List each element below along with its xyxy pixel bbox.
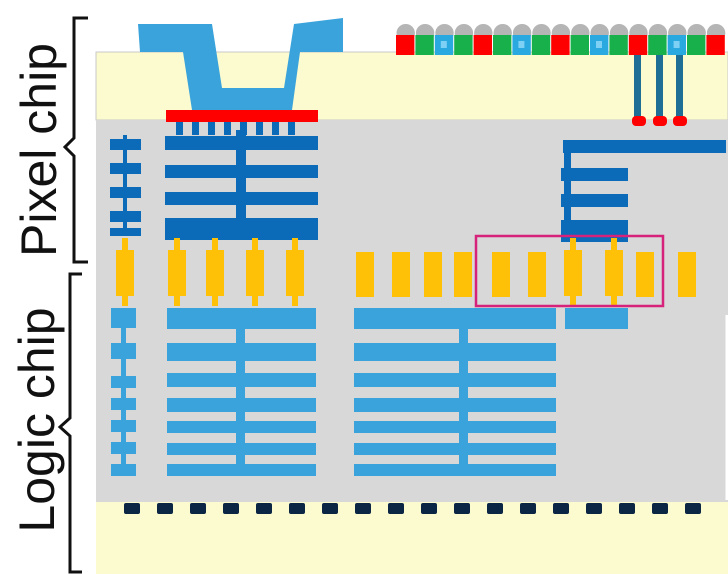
substrate-contact-dot bbox=[685, 503, 701, 514]
pixel-wiring-left-column bbox=[110, 135, 141, 236]
logic-wire-bar bbox=[354, 464, 556, 476]
color-filter-green bbox=[687, 35, 706, 55]
substrate-contact-dot bbox=[388, 503, 404, 514]
bond-pad bbox=[454, 252, 472, 297]
substrate-contact-dot bbox=[487, 503, 503, 514]
pad-contact-vias bbox=[176, 122, 295, 135]
substrate-contact-dot bbox=[124, 503, 140, 514]
bond-pad bbox=[168, 250, 186, 296]
bond-pad bbox=[286, 250, 304, 296]
substrate-contact-dot bbox=[256, 503, 272, 514]
bond-pad bbox=[246, 250, 264, 296]
logic-substrate-contacts bbox=[124, 503, 701, 514]
color-filter-green bbox=[609, 35, 628, 55]
color-filter-green bbox=[570, 35, 589, 55]
substrate-contact-dot bbox=[223, 503, 239, 514]
logic-wire-bar bbox=[354, 421, 556, 433]
substrate-contact-dot bbox=[454, 503, 470, 514]
logic-wire-bar bbox=[354, 343, 556, 361]
pixel-chip-label: Pixel chip bbox=[11, 43, 67, 257]
highlight-box bbox=[474, 234, 665, 308]
color-filter-red bbox=[706, 35, 725, 55]
logic-wire-spine bbox=[459, 315, 468, 475]
substrate-contact-dot bbox=[355, 503, 371, 514]
substrate-contact-dot bbox=[157, 503, 173, 514]
logic-wire-bar bbox=[354, 443, 556, 455]
pixel-wiring-main-comb bbox=[165, 130, 318, 240]
pixel-wiring-right-comb bbox=[561, 140, 726, 242]
bond-pad bbox=[678, 252, 696, 297]
color-filter-green bbox=[415, 35, 434, 55]
logic-wire-bar bbox=[354, 308, 556, 329]
filter-highlight bbox=[673, 41, 680, 48]
bond-pad bbox=[564, 250, 582, 296]
logic-chip-bracket bbox=[57, 272, 82, 574]
substrate-contact-dot bbox=[190, 503, 206, 514]
substrate-contact-dot bbox=[553, 503, 569, 514]
logic-wiring-comb-a bbox=[167, 308, 316, 476]
bond-pad bbox=[116, 250, 134, 296]
pixel-contact-rods bbox=[632, 55, 687, 126]
color-filter-green bbox=[531, 35, 551, 55]
substrate-contact-dot bbox=[289, 503, 305, 514]
logic-chip-label: Logic chip bbox=[9, 307, 65, 532]
filter-highlight bbox=[596, 41, 602, 48]
color-filter-green bbox=[493, 35, 512, 55]
bond-pad bbox=[636, 252, 654, 297]
filter-highlight bbox=[518, 41, 525, 48]
substrate-contact-dot bbox=[322, 503, 338, 514]
color-filter-red bbox=[628, 35, 648, 55]
bond-pad bbox=[424, 252, 442, 297]
substrate-contact-dot bbox=[421, 503, 437, 514]
substrate-contact-dot bbox=[586, 503, 602, 514]
filter-highlight bbox=[440, 41, 447, 48]
logic-wiring-left-column bbox=[111, 308, 136, 476]
substrate-contact-dot bbox=[652, 503, 668, 514]
pixel-chip-bracket bbox=[62, 16, 88, 264]
color-filter-red bbox=[473, 35, 492, 55]
substrate-contact-dot bbox=[619, 503, 635, 514]
logic-wire-spine bbox=[236, 315, 245, 475]
bond-pad bbox=[392, 252, 410, 297]
bonding-pad-opening bbox=[138, 18, 343, 135]
color-filter-red bbox=[396, 35, 415, 55]
color-filter-green bbox=[454, 35, 473, 55]
logic-wire-bar bbox=[354, 373, 556, 387]
bond-pad bbox=[356, 252, 374, 297]
logic-wiring-short-bar bbox=[565, 308, 628, 329]
bond-pad bbox=[492, 252, 510, 297]
color-filter-green bbox=[648, 35, 667, 55]
substrate-contact-dot bbox=[520, 503, 536, 514]
bond-pad bbox=[528, 252, 546, 297]
bond-pad bbox=[605, 250, 623, 296]
logic-wire-bar bbox=[354, 398, 556, 412]
color-filter-red bbox=[551, 35, 570, 55]
bond-pad bbox=[206, 250, 224, 296]
color-filter-array bbox=[396, 24, 726, 55]
bond-wire-metal bbox=[138, 18, 343, 110]
bond-pad-red bbox=[166, 110, 318, 122]
hybrid-bond-row bbox=[116, 238, 696, 306]
logic-wiring-comb-b bbox=[354, 308, 556, 476]
